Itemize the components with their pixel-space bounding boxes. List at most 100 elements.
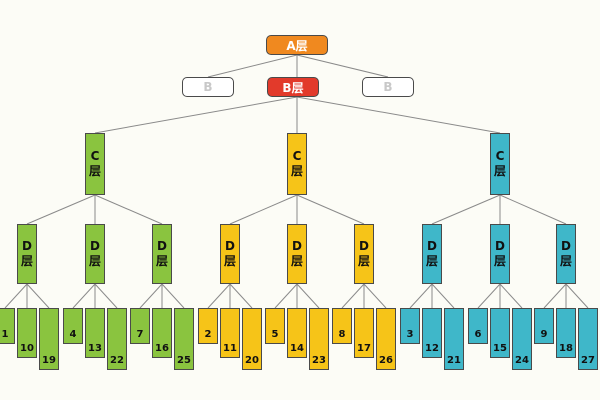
line-b-c-3 xyxy=(296,96,501,134)
node-d-label: D xyxy=(157,239,167,253)
leaf-node: 14 xyxy=(287,308,307,358)
line-d-leaf-20 xyxy=(229,283,253,309)
leaf-number: 15 xyxy=(493,343,507,354)
leaf-node: 24 xyxy=(512,308,532,370)
leaf-number: 25 xyxy=(177,355,191,366)
node-d-label: D xyxy=(225,239,235,253)
leaf-node: 16 xyxy=(152,308,172,358)
leaf-number: 3 xyxy=(406,329,414,340)
line-d-leaf-21 xyxy=(431,283,455,309)
leaf-node: 18 xyxy=(556,308,576,358)
line-a-b-right xyxy=(296,54,389,78)
line-d-leaf-4 xyxy=(72,283,96,309)
leaf-node: 23 xyxy=(309,308,329,370)
leaf-number: 14 xyxy=(290,343,304,354)
leaf-number: 20 xyxy=(245,355,259,366)
node-b-left-label: B xyxy=(203,80,213,94)
line-d-leaf-25 xyxy=(161,283,185,309)
leaf-number: 9 xyxy=(540,329,548,340)
leaf-number: 8 xyxy=(338,329,346,340)
line-d-leaf-8 xyxy=(341,283,365,309)
line-c-d-2-1 xyxy=(229,194,298,225)
node-d-label: D xyxy=(292,239,302,253)
line-d-leaf-1 xyxy=(4,283,28,309)
node-d-label: 层 xyxy=(223,254,236,268)
node-b-left: B xyxy=(182,77,234,97)
leaf-number: 21 xyxy=(447,355,461,366)
leaf-number: 17 xyxy=(357,343,371,354)
line-d-leaf-5 xyxy=(274,283,298,309)
leaf-number: 1 xyxy=(1,329,9,340)
leaf-number: 5 xyxy=(271,329,279,340)
leaf-number: 26 xyxy=(379,355,393,366)
leaf-node: 8 xyxy=(332,308,352,344)
leaf-number: 7 xyxy=(136,329,144,340)
node-c-label: C xyxy=(495,149,505,163)
line-d-leaf-7 xyxy=(139,283,163,309)
node-c-label: C xyxy=(90,149,100,163)
node-d-label: 层 xyxy=(88,254,101,268)
leaf-node: 12 xyxy=(422,308,442,358)
line-d-leaf-2 xyxy=(207,283,231,309)
node-d-label: 层 xyxy=(559,254,572,268)
node-d-label: D xyxy=(561,239,571,253)
line-c-d-2-3 xyxy=(296,194,365,225)
leaf-number: 10 xyxy=(20,343,34,354)
leaf-number: 2 xyxy=(204,329,212,340)
leaf-node: 22 xyxy=(107,308,127,370)
leaf-node: 19 xyxy=(39,308,59,370)
leaf-number: 6 xyxy=(474,329,482,340)
leaf-node: 9 xyxy=(534,308,554,344)
node-d-label: D xyxy=(495,239,505,253)
leaf-node: 10 xyxy=(17,308,37,358)
leaf-node: 5 xyxy=(265,308,285,344)
node-b-center-label: B层 xyxy=(282,80,304,95)
leaf-node: 21 xyxy=(444,308,464,370)
leaf-node: 11 xyxy=(220,308,240,358)
node-d-label: 层 xyxy=(493,254,506,268)
line-d-leaf-27 xyxy=(565,283,589,309)
node-d-label: 层 xyxy=(357,254,370,268)
leaf-number: 24 xyxy=(515,355,529,366)
leaf-node: 4 xyxy=(63,308,83,344)
node-c-label: C xyxy=(292,149,302,163)
leaf-number: 4 xyxy=(69,329,77,340)
leaf-number: 18 xyxy=(559,343,573,354)
leaf-number: 11 xyxy=(223,343,237,354)
leaf-node: 3 xyxy=(400,308,420,344)
line-d-leaf-23 xyxy=(296,283,320,309)
node-c-label: 层 xyxy=(290,164,303,178)
line-d-leaf-6 xyxy=(477,283,501,309)
line-d-leaf-3 xyxy=(409,283,433,309)
node-b-center: B层 xyxy=(267,77,319,97)
leaf-node: 1 xyxy=(0,308,15,344)
line-d-leaf-26 xyxy=(363,283,387,309)
leaf-node: 27 xyxy=(578,308,598,370)
leaf-number: 22 xyxy=(110,355,124,366)
node-d-label: 层 xyxy=(425,254,438,268)
leaf-node: 26 xyxy=(376,308,396,370)
line-c-d-1-3 xyxy=(94,194,163,225)
line-d-leaf-9 xyxy=(543,283,567,309)
line-b-c-1 xyxy=(94,96,298,134)
leaf-node: 17 xyxy=(354,308,374,358)
line-d-leaf-22 xyxy=(94,283,118,309)
node-d-label: D xyxy=(427,239,437,253)
leaf-number: 12 xyxy=(425,343,439,354)
node-d-label: 层 xyxy=(20,254,33,268)
node-d-label: D xyxy=(90,239,100,253)
leaf-number: 27 xyxy=(581,355,595,366)
leaf-node: 2 xyxy=(198,308,218,344)
leaf-node: 15 xyxy=(490,308,510,358)
leaf-node: 6 xyxy=(468,308,488,344)
